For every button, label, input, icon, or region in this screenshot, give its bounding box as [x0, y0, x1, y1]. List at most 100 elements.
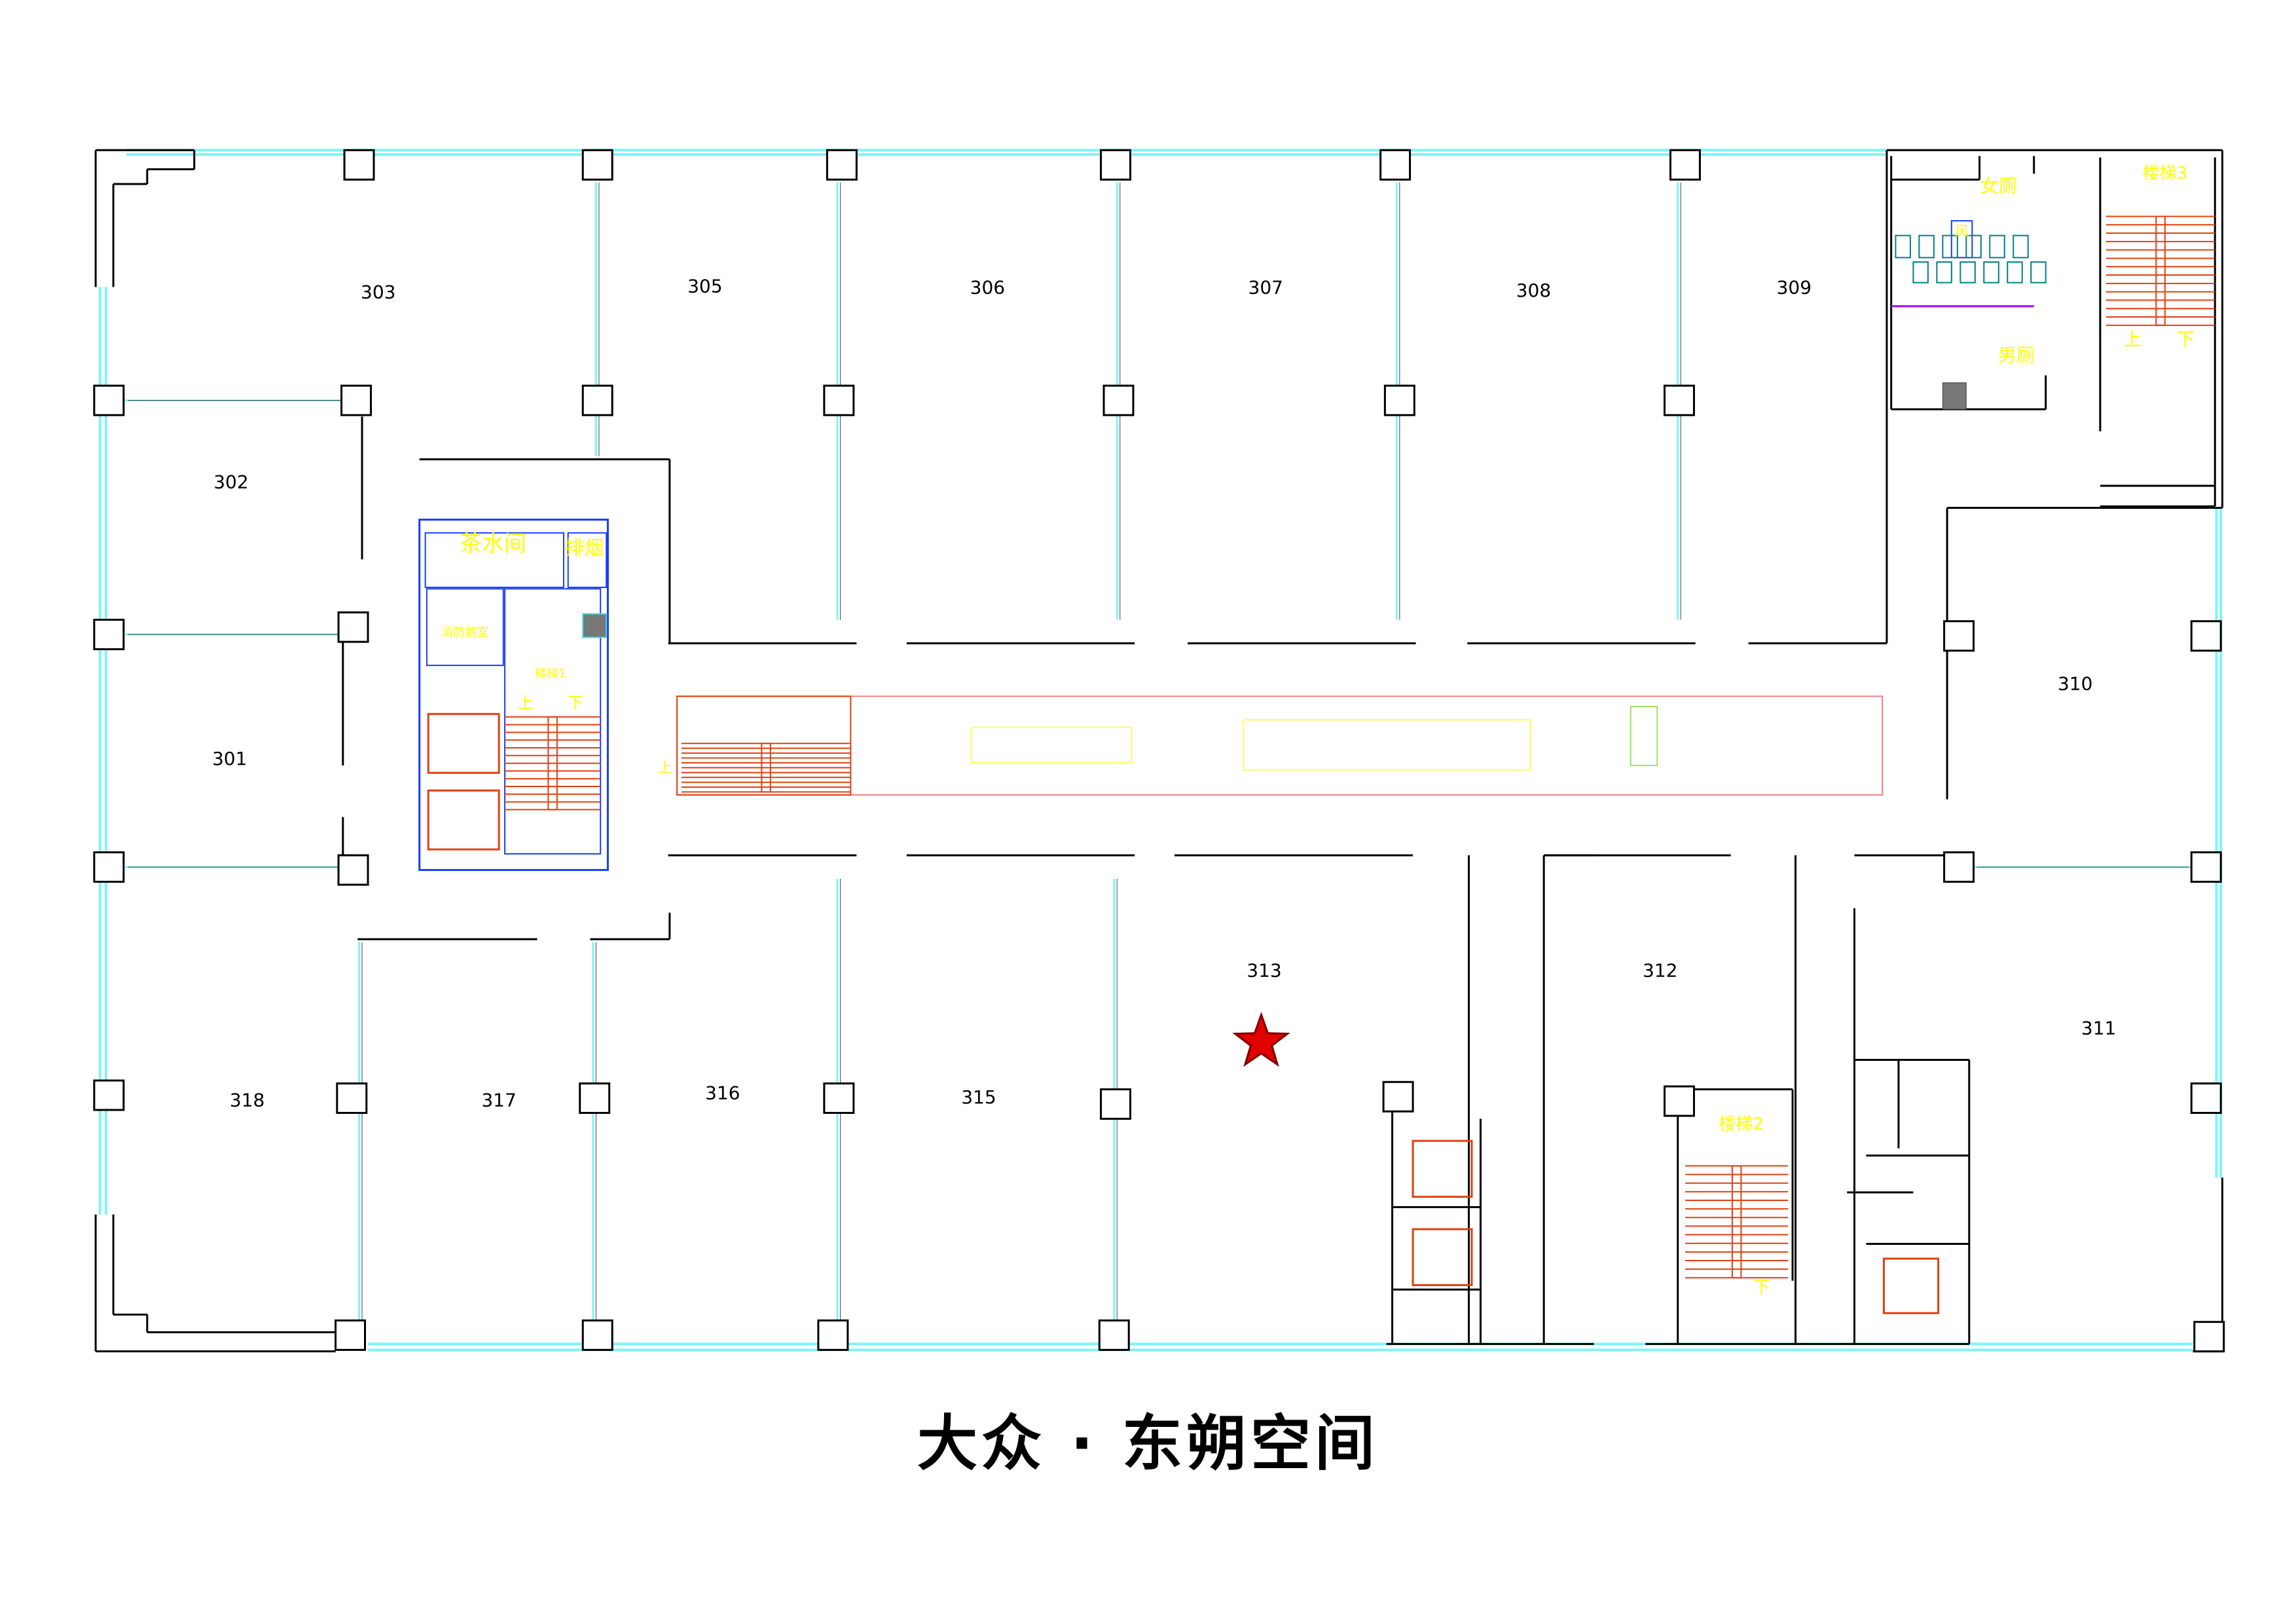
room-label-313: 313 — [1247, 960, 1281, 982]
wind-label: 风 — [1955, 224, 1969, 240]
stair3-handrail — [2155, 215, 2166, 326]
stair1-down-label: 下 — [568, 694, 583, 712]
stair3-label: 楼梯3 — [2143, 164, 2188, 183]
column — [1943, 851, 1975, 883]
stair1-label: 楼梯1 — [535, 667, 566, 681]
stairs — [505, 215, 2215, 1279]
stair1-up-label: 上 — [518, 694, 534, 712]
atrium-up-label: 上 — [658, 760, 672, 776]
elevator-car — [1882, 1257, 1940, 1314]
column — [1663, 1085, 1695, 1117]
walls — [94, 149, 2223, 1353]
windows — [98, 149, 2223, 1352]
star-icon — [1232, 1012, 1290, 1067]
fire-lobby-label: 消防前室 — [441, 626, 488, 640]
toilet-fixture — [2013, 234, 2029, 259]
labels: 303 305 306 307 308 309 302 301 310 313 312 311 318 3… — [212, 164, 2195, 1298]
column — [1100, 149, 1131, 181]
column — [2190, 1082, 2222, 1114]
column — [581, 384, 613, 416]
column — [1943, 620, 1975, 652]
shaft-block — [582, 613, 608, 638]
reception-desk — [970, 726, 1133, 764]
smoke-shaft — [567, 532, 608, 588]
column — [581, 149, 613, 181]
mens-toilet-label: 男厕 — [1998, 344, 2035, 366]
column — [93, 1079, 125, 1111]
column — [93, 851, 125, 883]
toilet-fixture — [1918, 234, 1935, 259]
room-label-303: 303 — [361, 281, 395, 303]
shaft-block — [1942, 382, 1967, 410]
column — [1102, 384, 1135, 416]
stair2-handrail — [1731, 1165, 1742, 1279]
fire-lobby — [426, 588, 504, 667]
column — [1669, 149, 1701, 181]
columns — [93, 149, 2225, 1353]
elevator-car — [1412, 1228, 1473, 1287]
column — [335, 1319, 367, 1351]
room-label-310: 310 — [2058, 673, 2092, 694]
stair2-label: 楼梯2 — [1719, 1115, 1764, 1134]
room-label-302: 302 — [213, 471, 248, 492]
womens-toilet-label: 女厕 — [1980, 175, 2017, 196]
core-outline — [418, 519, 609, 872]
vent-shaft — [1950, 220, 1973, 259]
column — [2193, 1321, 2225, 1353]
toilet-fixture — [1959, 261, 1976, 284]
elevator-car — [427, 712, 500, 774]
room-label-301: 301 — [212, 748, 247, 769]
column — [1379, 149, 1412, 181]
room-label-312: 312 — [1643, 960, 1677, 982]
toilet-fixture — [2007, 261, 2023, 284]
toilet-fixture — [1983, 261, 1999, 284]
room-label-315: 315 — [961, 1086, 996, 1108]
column — [1098, 1319, 1130, 1351]
column — [343, 149, 375, 181]
room-label-311: 311 — [2081, 1017, 2116, 1039]
toilet-fixture — [1912, 261, 1929, 284]
column — [817, 1319, 849, 1351]
room-label-309: 309 — [1777, 277, 1812, 299]
column — [337, 854, 369, 886]
room-label-306: 306 — [970, 277, 1005, 299]
column — [340, 384, 372, 416]
stair3-up-label: 上 — [2123, 328, 2141, 350]
column — [337, 611, 369, 643]
column — [336, 1082, 368, 1114]
stair2-down-label: 下 — [1753, 1278, 1770, 1298]
room-label-316: 316 — [705, 1082, 740, 1103]
atrium-band — [676, 695, 1884, 796]
room-label-307: 307 — [1248, 277, 1283, 299]
column — [826, 149, 858, 181]
atrium-stair-handrail — [761, 743, 771, 793]
tea-room — [424, 532, 564, 588]
column — [579, 1082, 611, 1114]
elevator-car — [427, 789, 500, 851]
room-label-318: 318 — [230, 1090, 264, 1111]
column — [1100, 1088, 1131, 1120]
meeting-table — [1243, 719, 1531, 771]
stair1-handrail — [547, 716, 558, 811]
service-core — [418, 220, 2047, 1314]
stair1-well — [504, 588, 602, 855]
elevator-car — [1412, 1139, 1473, 1198]
room-label-305: 305 — [687, 275, 722, 297]
toilet-fixture — [1895, 234, 1911, 259]
column — [93, 618, 125, 650]
smoke-exhaust-label: 排烟 — [564, 537, 604, 560]
column — [2190, 620, 2222, 652]
column — [581, 1319, 613, 1351]
toilet-fixture — [1989, 234, 2005, 259]
toilet-fixture — [1965, 234, 1982, 259]
column — [1382, 1080, 1414, 1113]
column — [823, 384, 855, 416]
column — [93, 384, 125, 416]
room-label-308: 308 — [1516, 280, 1551, 301]
stair3-down-label: 下 — [2176, 328, 2195, 350]
column — [1383, 384, 1415, 416]
toilet-fixture — [1942, 234, 1958, 259]
atrium-stair — [676, 695, 852, 796]
toilet-fixture — [2030, 261, 2047, 284]
